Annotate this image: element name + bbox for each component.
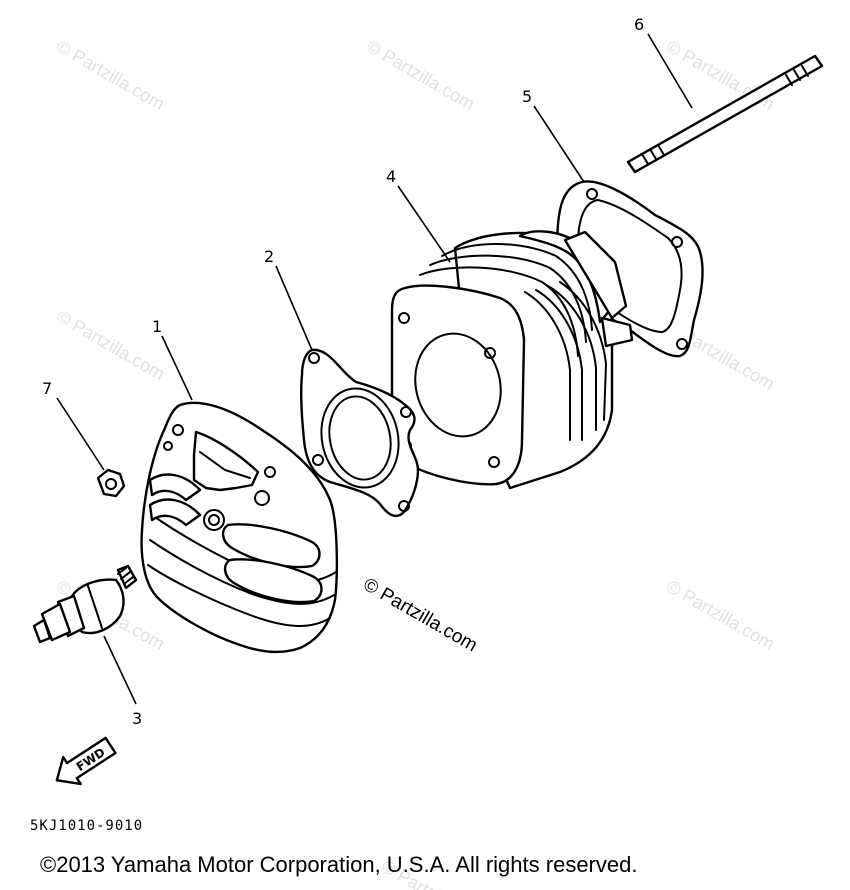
part-head-gasket xyxy=(299,348,420,518)
callout-1: 1 xyxy=(152,317,162,336)
part-stud-bolt xyxy=(626,54,824,174)
part-cylinder-head xyxy=(140,401,339,654)
part-spark-plug xyxy=(32,564,138,644)
watermark: © Partzilla.com xyxy=(53,306,168,384)
callout-3: 3 xyxy=(132,709,142,728)
watermark: © Partzilla.com xyxy=(53,36,168,114)
watermark: © Partzilla.com xyxy=(363,36,478,114)
diagram-reference-code: 5KJ1010-9010 xyxy=(30,818,144,834)
callout-4: 4 xyxy=(386,167,396,186)
watermark: © Partzilla.com xyxy=(663,576,778,654)
part-cylinder-gasket xyxy=(556,180,704,358)
callout-numbers: 1 2 3 4 5 6 7 xyxy=(42,15,644,728)
watermark: © Partzilla.com xyxy=(663,36,778,114)
part-nut xyxy=(96,468,126,498)
copyright-notice: ©2013 Yamaha Motor Corporation, U.S.A. A… xyxy=(40,852,638,877)
callout-5: 5 xyxy=(522,87,532,106)
part-cylinder xyxy=(390,230,634,490)
fwd-arrow: FWD xyxy=(55,736,117,786)
center-watermark: © Partzilla.com xyxy=(360,574,481,656)
callout-7: 7 xyxy=(42,379,52,398)
callout-6: 6 xyxy=(634,15,644,34)
callout-2: 2 xyxy=(264,247,274,266)
leader-lines xyxy=(56,33,693,705)
